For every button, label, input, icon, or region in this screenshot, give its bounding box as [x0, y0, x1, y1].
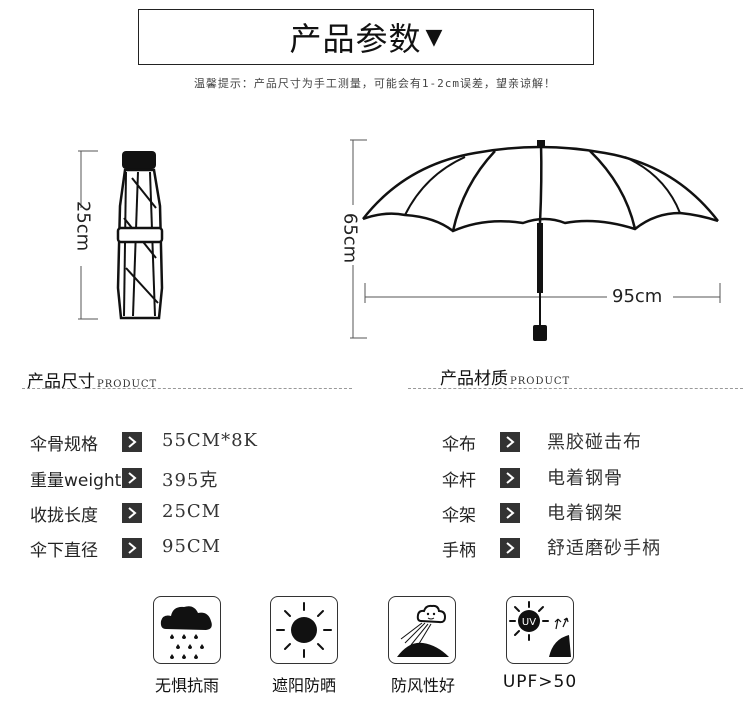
spec-left-label: 重量weight — [30, 471, 122, 491]
spec-right-label: 伞布 — [442, 435, 476, 455]
spec-right-label: 伞架 — [442, 506, 476, 526]
measurement-tip: 温馨提示：产品尺寸为手工测量，可能会有1-2cm误差，望亲谅解！ — [193, 77, 557, 90]
header-title-box: 产品参数 ▼ — [138, 9, 594, 65]
spec-left-label: 收拢长度 — [30, 506, 98, 526]
uv-shield-icon: UV — [506, 596, 574, 664]
chevron-right-icon — [500, 503, 520, 523]
spec-left-value: 95CM — [162, 536, 222, 557]
section-size-title: 产品尺寸 — [27, 372, 95, 392]
feature-label: 遮阳防晒 — [271, 676, 336, 695]
chevron-right-icon — [500, 432, 520, 452]
uv-badge-text: UV — [522, 617, 536, 628]
chevron-right-icon — [500, 538, 520, 558]
feature-label: 防风性好 — [390, 676, 455, 695]
triangle-down-icon: ▼ — [425, 24, 443, 50]
open-umbrella-illustration — [350, 139, 721, 341]
page-title: 产品参数 — [289, 20, 422, 58]
rain-cloud-icon — [153, 596, 221, 664]
section-size-subtitle: PRODUCT — [97, 379, 158, 390]
spec-left-value: 395克 — [162, 470, 219, 491]
spec-left-label: 伞骨规格 — [30, 435, 98, 455]
section-material-title: 产品材质 — [440, 369, 508, 389]
folded-length-label: 25cm — [72, 200, 94, 252]
spec-left-label: 伞下直径 — [30, 541, 98, 561]
wind-cloud-icon — [388, 596, 456, 664]
sun-icon — [270, 596, 338, 664]
chevron-right-icon — [122, 432, 142, 452]
spec-left-value: 25CM — [162, 501, 222, 522]
feature-label: UPF>50 — [502, 672, 578, 692]
spec-right-label: 伞杆 — [442, 471, 476, 491]
chevron-right-icon — [122, 468, 142, 488]
chevron-right-icon — [500, 468, 520, 488]
spec-right-value: 电着钢骨 — [547, 468, 623, 489]
spec-right-value: 电着钢架 — [547, 503, 623, 524]
section-material-divider — [408, 388, 743, 389]
open-width-label: 95cm — [612, 286, 663, 307]
spec-right-label: 手柄 — [442, 541, 476, 561]
section-size-divider — [22, 388, 352, 389]
feature-label: 无惧抗雨 — [154, 676, 219, 695]
section-material-subtitle: PRODUCT — [510, 376, 571, 387]
spec-right-value: 舒适磨砂手柄 — [547, 538, 661, 559]
open-height-label: 65cm — [339, 212, 361, 264]
folded-umbrella-illustration — [78, 150, 164, 320]
chevron-right-icon — [122, 538, 142, 558]
chevron-right-icon — [122, 503, 142, 523]
spec-right-value: 黑胶碰击布 — [547, 432, 642, 453]
spec-left-value: 55CM*8K — [162, 430, 259, 451]
